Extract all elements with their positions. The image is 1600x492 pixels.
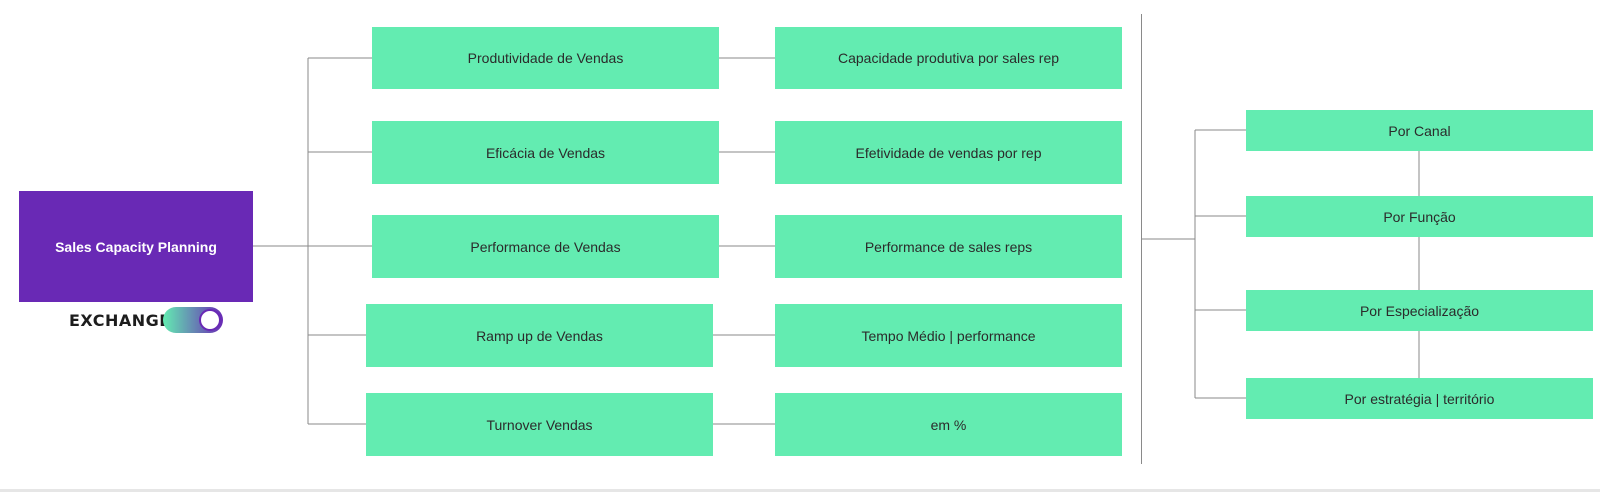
detail-node-label: Efetividade de vendas por rep (855, 144, 1042, 161)
branch-node[interactable]: Performance de Vendas (372, 215, 719, 278)
detail-node[interactable]: Tempo Médio | performance (775, 304, 1122, 367)
branch-node-label: Turnover Vendas (486, 416, 593, 433)
detail-node[interactable]: em % (775, 393, 1122, 456)
detail-node[interactable]: Efetividade de vendas por rep (775, 121, 1122, 184)
segment-node-label: Por estratégia | território (1344, 390, 1495, 407)
root-node-label: Sales Capacity Planning (55, 238, 217, 255)
toggle-icon (162, 307, 223, 333)
segment-node-label: Por Função (1383, 208, 1456, 225)
detail-node[interactable]: Performance de sales reps (775, 215, 1122, 278)
detail-node-label: Performance de sales reps (864, 238, 1033, 255)
segment-node[interactable]: Por estratégia | território (1246, 378, 1593, 419)
branch-node[interactable]: Ramp up de Vendas (366, 304, 713, 367)
segment-node[interactable]: Por Especialização (1246, 290, 1593, 331)
vertical-divider (1141, 14, 1142, 464)
segment-node[interactable]: Por Canal (1246, 110, 1593, 151)
detail-node-label: em % (930, 416, 967, 433)
segment-node-label: Por Especialização (1359, 302, 1480, 319)
segment-node-label: Por Canal (1388, 122, 1451, 139)
bottom-scrollbar-track (0, 489, 1600, 492)
exchange-logo: EXCHANGE (69, 306, 223, 334)
detail-node-label: Tempo Médio | performance (861, 327, 1036, 344)
branch-node-label: Ramp up de Vendas (476, 327, 603, 344)
detail-node[interactable]: Capacidade produtiva por sales rep (775, 27, 1122, 89)
branch-node[interactable]: Eficácia de Vendas (372, 121, 719, 184)
exchange-logo-text: EXCHANGE (69, 310, 171, 330)
root-node[interactable]: Sales Capacity Planning (19, 191, 253, 302)
branch-node[interactable]: Turnover Vendas (366, 393, 713, 456)
branch-node-label: Produtividade de Vendas (467, 50, 624, 66)
branch-node-label: Eficácia de Vendas (485, 144, 606, 161)
branch-node-label: Performance de Vendas (470, 238, 621, 255)
branch-node[interactable]: Produtividade de Vendas (372, 27, 719, 89)
segment-node[interactable]: Por Função (1246, 196, 1593, 237)
toggle-knob-icon (198, 309, 221, 331)
detail-node-label: Capacidade produtiva por sales rep (837, 50, 1060, 66)
